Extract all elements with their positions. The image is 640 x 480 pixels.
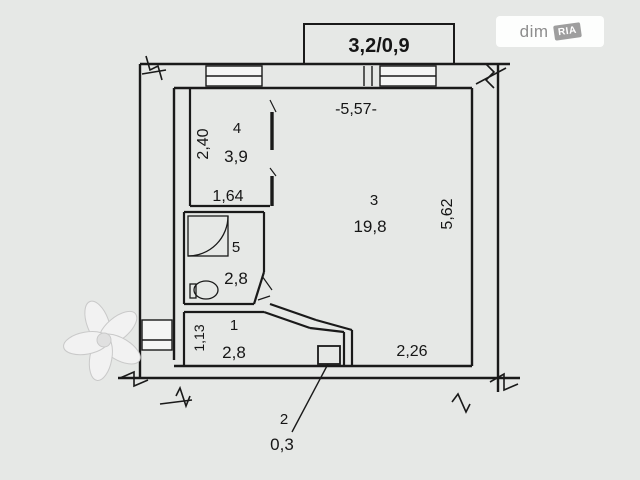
- dimension-right-height: 5,62: [439, 198, 456, 229]
- room-3-number: 3: [370, 192, 378, 209]
- pinwheel-watermark-icon: [63, 300, 141, 381]
- room-5-number: 5: [232, 239, 240, 256]
- dimension-room1-height: 1,13: [191, 324, 207, 351]
- room-1-walls: [182, 302, 354, 366]
- room-2-area: 0,3: [270, 435, 294, 454]
- watermark-brand: dim: [519, 21, 549, 41]
- balcony-label: 3,2/0,9: [348, 35, 409, 57]
- wall-break-symbols: [119, 55, 519, 414]
- dimension-top-width: -5,57-: [335, 101, 377, 118]
- room-4-number: 4: [233, 120, 241, 137]
- room-1-area: 2,8: [222, 343, 246, 362]
- exterior-walls: [118, 62, 520, 392]
- balcony: 3,2/0,9: [303, 23, 455, 65]
- room-5-door: [257, 275, 273, 301]
- top-windows: [205, 65, 437, 87]
- toilet-icon: [189, 280, 219, 300]
- room-4-walls: [188, 88, 277, 208]
- watermark-tag: RIA: [552, 22, 582, 41]
- room-2-number: 2: [280, 411, 288, 428]
- dimension-room4-width: 1,64: [212, 188, 243, 205]
- dimria-watermark-logo: dim RIA: [496, 16, 604, 47]
- bathtub-icon: [187, 215, 229, 257]
- room-2-closet: [291, 345, 341, 433]
- entry-door-left: [141, 319, 173, 351]
- room-5-area: 2,8: [224, 269, 248, 288]
- dimension-bottom-right: 2,26: [396, 343, 427, 360]
- room-3-area: 19,8: [353, 217, 386, 236]
- room-4-area: 3,9: [224, 147, 248, 166]
- dimension-room4-height: 2,40: [195, 128, 212, 159]
- room-1-number: 1: [230, 317, 238, 334]
